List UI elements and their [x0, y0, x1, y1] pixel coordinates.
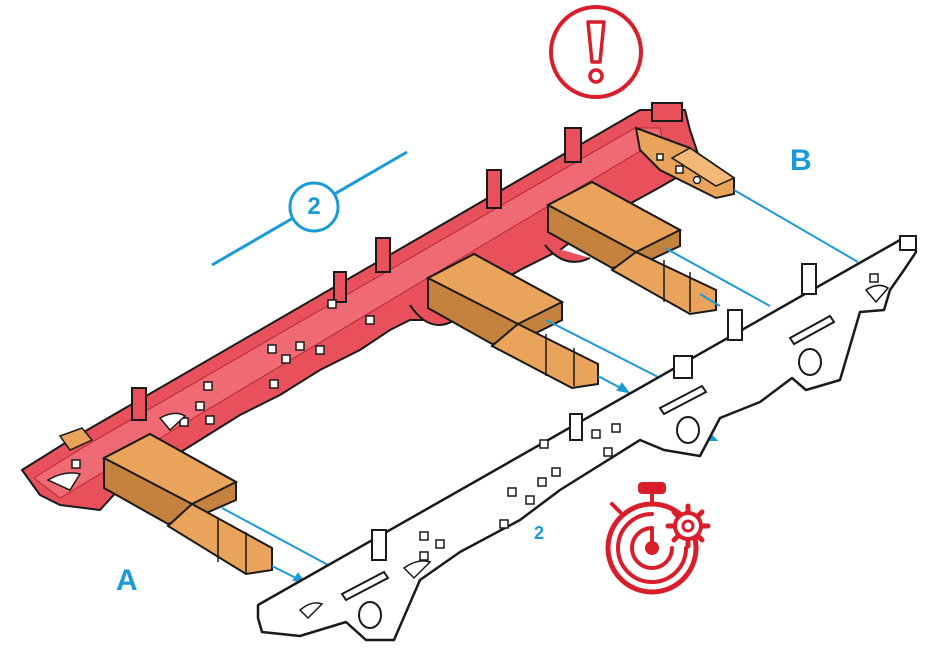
white-side-frame — [256, 235, 918, 642]
step-badge-number: 2 — [307, 193, 321, 220]
stopwatch-gear-icon — [605, 482, 711, 595]
part-label-a: A — [116, 564, 138, 597]
step-divider — [211, 150, 408, 267]
part-label-b: B — [790, 144, 812, 177]
orange-block-front — [101, 432, 273, 576]
small-orange-bracket — [58, 427, 94, 451]
orange-bracket-b — [634, 126, 736, 200]
exclamation-circle-icon — [549, 5, 643, 99]
step-number-small: 2 — [534, 523, 545, 543]
orange-block-rear — [545, 180, 717, 316]
orange-block-middle — [425, 252, 599, 390]
red-side-frame — [21, 102, 701, 511]
